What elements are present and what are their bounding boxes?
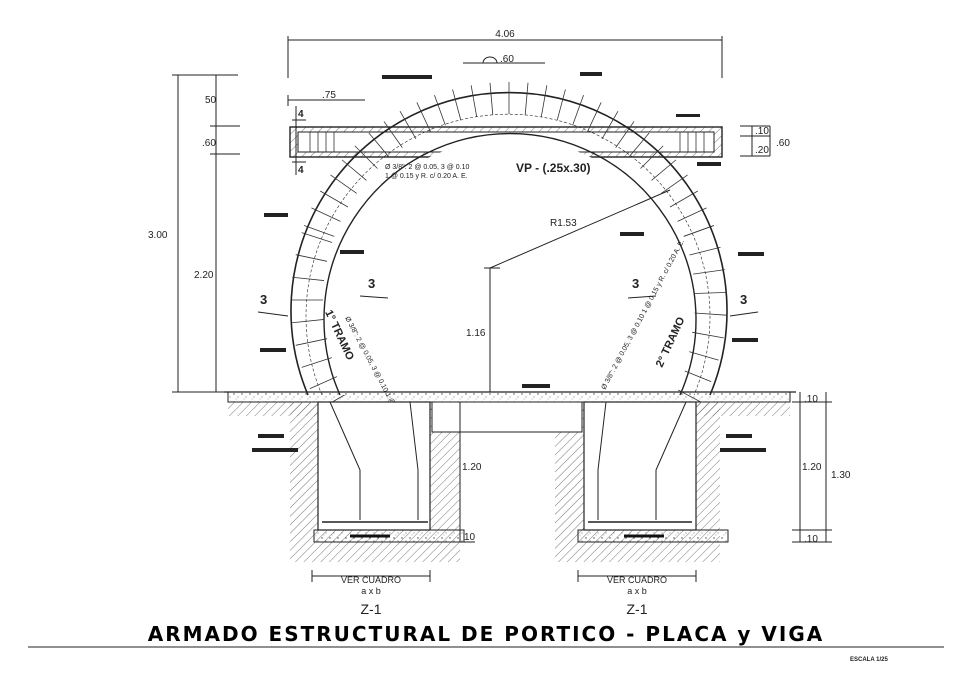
stirrup	[540, 85, 548, 117]
drawing-title: ARMADO ESTRUCTURAL DE PORTICO - PLACA y …	[148, 622, 825, 646]
section-cuts-3	[257, 295, 759, 317]
dim-right-60: .60	[776, 138, 790, 149]
stirrup	[628, 132, 650, 158]
stirrup	[341, 159, 367, 181]
section-marker-3-b: 3	[368, 276, 375, 291]
dim-top-width: 4.06	[495, 29, 515, 40]
footing-right-size: a x b	[627, 586, 647, 596]
footing-right	[555, 401, 729, 562]
beam-spec-line1: Ø 3/8": 2 @ 0.05, 3 @ 0.10	[385, 164, 470, 171]
radius-line	[484, 189, 671, 392]
dim-right-col-120: 1.20	[802, 462, 822, 473]
stirrup	[301, 232, 333, 243]
dim-right-10: .10	[755, 126, 769, 137]
stirrup	[452, 89, 462, 121]
dim-left-60: .60	[202, 138, 216, 149]
stirrup	[587, 102, 602, 132]
dim-arch-thickness: .60	[500, 54, 514, 65]
stirrup	[693, 269, 725, 275]
section-marker-3-c: 3	[632, 276, 639, 291]
stirrup	[601, 111, 619, 140]
stirrup	[572, 95, 584, 126]
stirrup	[416, 102, 431, 132]
stirrup	[687, 350, 719, 361]
stirrup	[683, 225, 714, 237]
stirrup	[295, 254, 328, 262]
stirrup	[311, 207, 341, 222]
dim-radius: R1.53	[550, 218, 577, 229]
stirrup	[470, 85, 478, 117]
top-dimension	[287, 36, 723, 78]
left-vertical-dimensions	[172, 74, 240, 393]
dim-left-offset: .75	[322, 90, 336, 101]
stirrup	[304, 225, 335, 237]
dim-inner-height: 2.20	[194, 270, 214, 281]
stirrup	[320, 190, 349, 208]
arch-top-dimension	[463, 56, 545, 64]
footing-left	[290, 401, 465, 562]
scale-note: ESCALA 1/25	[850, 657, 888, 663]
stirrup	[309, 375, 340, 390]
section-cut-4	[292, 106, 306, 175]
section-marker-4-bottom: 4	[298, 165, 304, 176]
stirrup	[681, 369, 712, 383]
stirrup	[292, 276, 325, 281]
stirrup	[694, 291, 727, 294]
middle-plinth	[431, 401, 583, 433]
stirrup	[295, 338, 328, 346]
right-slab-dimensions	[740, 125, 771, 157]
stirrup	[301, 357, 333, 368]
stirrup	[677, 207, 707, 222]
beam-label: VP - (.25x.30)	[516, 161, 590, 175]
stirrup	[692, 331, 724, 339]
section-marker-3-d: 3	[740, 292, 747, 307]
dim-right-20: .20	[755, 145, 769, 156]
stirrup	[556, 89, 566, 121]
dim-total-height: 3.00	[148, 230, 168, 241]
stirrup	[640, 145, 664, 169]
stirrup	[368, 132, 390, 158]
footing-left-label: Z-1	[361, 601, 382, 617]
stirrup	[489, 82, 494, 115]
left-offset-dimension	[287, 95, 365, 106]
stirrup	[689, 246, 721, 256]
annotation-leaders	[252, 72, 766, 452]
footing-right-note: VER CUADRO	[607, 575, 667, 585]
dim-center-height: 1.16	[466, 328, 486, 339]
dim-footing-depth: 1.20	[462, 462, 482, 473]
dim-left-50: 50	[205, 95, 217, 106]
stirrup	[354, 145, 378, 169]
stirrup	[383, 121, 403, 148]
stirrup	[669, 190, 698, 208]
dim-right-col-10b: .10	[804, 534, 818, 545]
section-marker-3-a: 3	[260, 292, 267, 307]
footing-width-brackets	[311, 570, 697, 582]
stirrup	[292, 319, 325, 324]
stirrup	[694, 312, 727, 316]
stirrup	[661, 174, 688, 194]
footing-right-label: Z-1	[627, 601, 648, 617]
footing-dimensions	[455, 392, 832, 543]
footing-left-size: a x b	[361, 586, 381, 596]
arch-stirrups	[291, 82, 727, 410]
stirrup	[615, 121, 635, 148]
stirrup	[434, 95, 446, 126]
stirrup	[399, 111, 417, 140]
stirrup	[524, 82, 529, 115]
footing-left-note: VER CUADRO	[341, 575, 401, 585]
stirrup	[330, 174, 357, 194]
beam-spec-line2: 1 @ 0.15 y R. c/ 0.20 A. E.	[385, 173, 468, 180]
section-marker-4-top: 4	[298, 109, 304, 120]
stirrup	[651, 159, 677, 181]
arch-opening	[328, 138, 692, 395]
dim-right-col-130: 1.30	[831, 470, 851, 481]
dim-footing-base: 10	[464, 532, 476, 543]
dim-right-col-10a: .10	[804, 394, 818, 405]
